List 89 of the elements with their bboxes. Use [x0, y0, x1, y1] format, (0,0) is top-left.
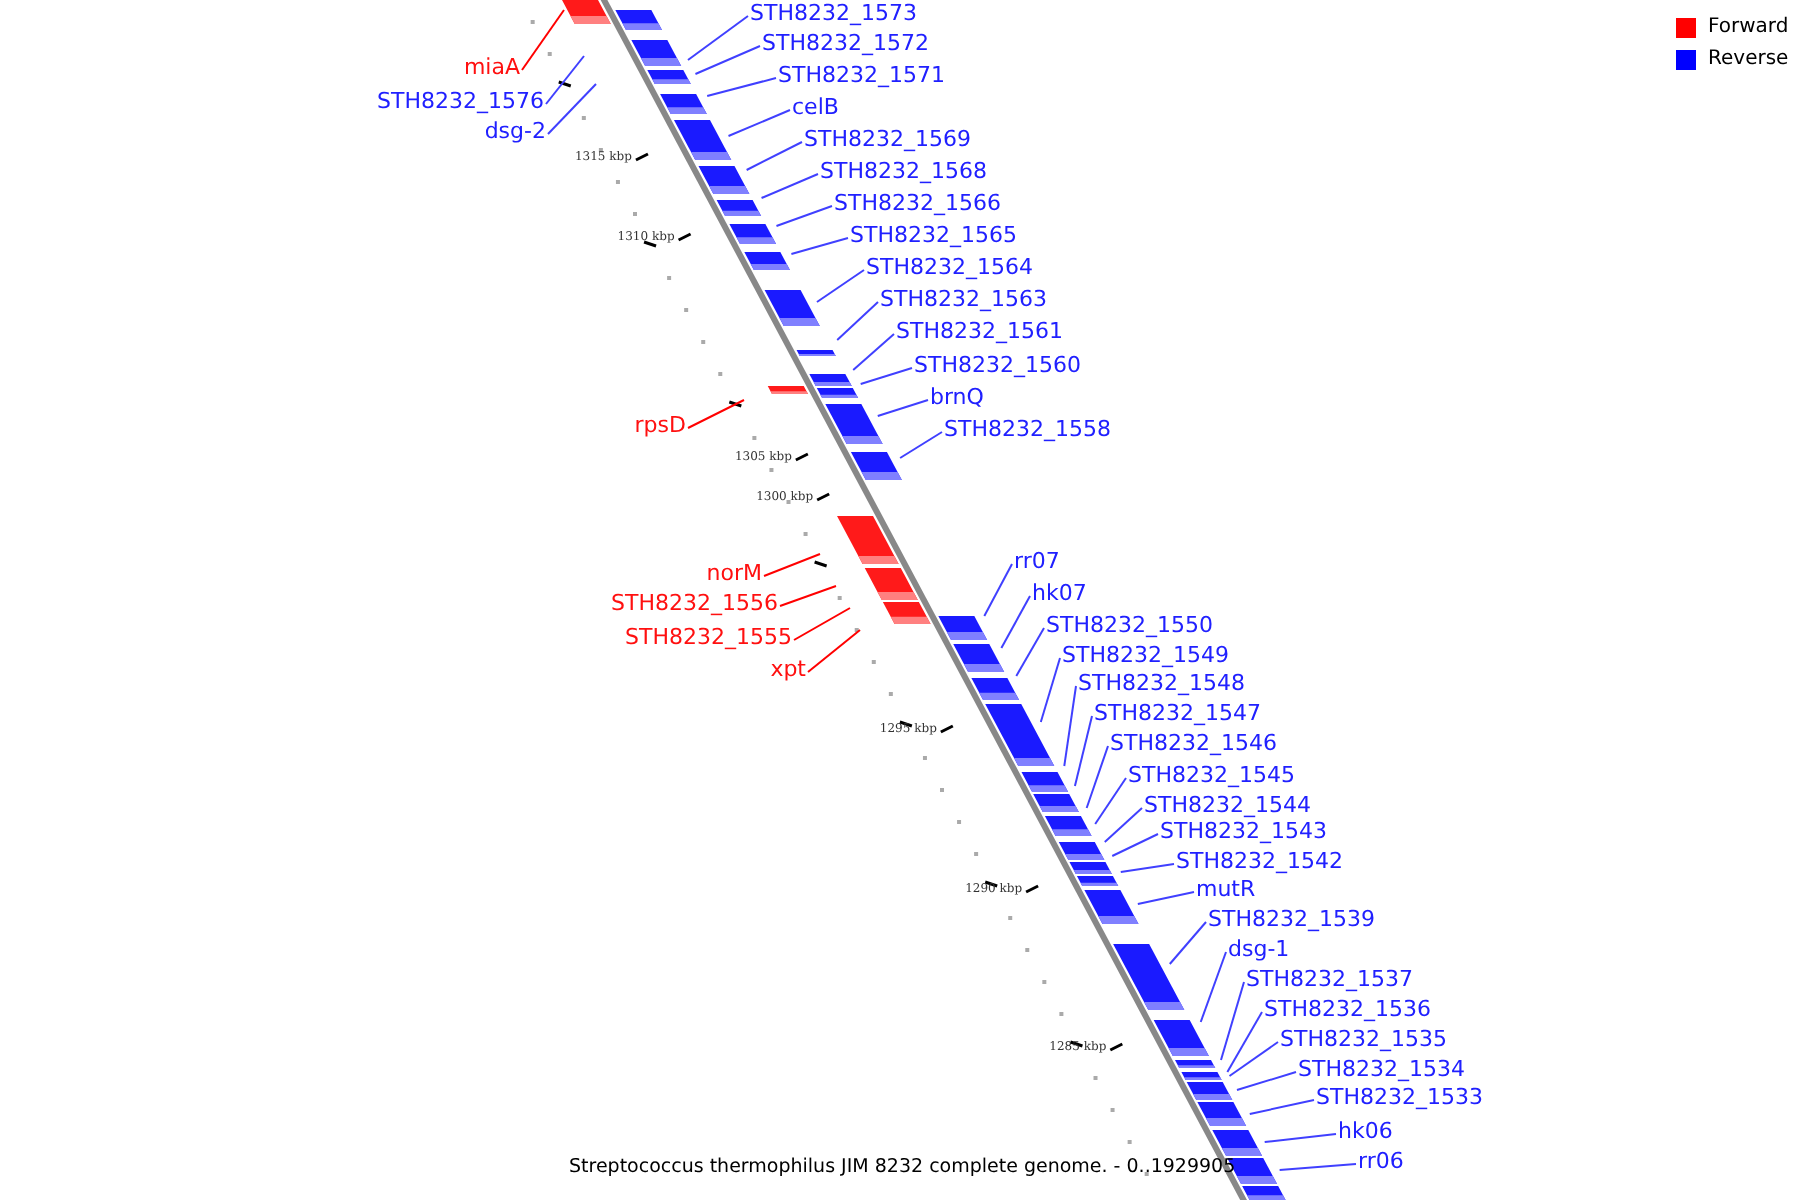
- leader-line: [775, 205, 833, 227]
- gene-label: STH8232_1576: [377, 88, 544, 114]
- leader-line: [687, 399, 745, 429]
- leader-line: [763, 553, 821, 577]
- leader-line: [1226, 1011, 1263, 1073]
- leader-line: [547, 83, 597, 135]
- gene-label: STH8232_1542: [1176, 848, 1343, 874]
- gene-label: STH8232_1549: [1062, 642, 1229, 668]
- leader-line: [1111, 833, 1159, 857]
- leader-line: [1015, 627, 1045, 677]
- gene-label: STH8232_1556: [611, 590, 778, 616]
- leader-line: [1235, 1071, 1297, 1091]
- gene-label: rr06: [1358, 1148, 1404, 1174]
- gene-label: STH8232_1550: [1046, 612, 1213, 638]
- gene-label: STH8232_1573: [750, 0, 917, 26]
- gene-label: hk06: [1338, 1118, 1393, 1144]
- gene-label: norM: [706, 560, 762, 586]
- leader-line: [790, 237, 849, 255]
- leader-line: [859, 367, 913, 385]
- legend-label: Forward: [1708, 16, 1789, 40]
- leader-line: [1199, 951, 1227, 1023]
- leader-line: [1248, 1099, 1315, 1115]
- gene-label: xpt: [770, 656, 806, 682]
- gene-label: STH8232_1536: [1264, 996, 1431, 1022]
- leader-line: [687, 15, 749, 61]
- leader-line: [706, 77, 777, 97]
- leader-line: [1278, 1163, 1357, 1171]
- gene-label: STH8232_1566: [834, 190, 1001, 216]
- gene-label: STH8232_1534: [1298, 1056, 1465, 1082]
- leader-line: [807, 629, 861, 673]
- leader-line: [545, 55, 585, 105]
- gene-label: STH8232_1565: [850, 222, 1017, 248]
- gene-label: STH8232_1544: [1144, 792, 1311, 818]
- caption: Streptococcus thermophilus JIM 8232 complete genome. - 0..1929905: [569, 1156, 1236, 1180]
- leader-line: [1103, 807, 1143, 843]
- leader-line: [1094, 777, 1127, 825]
- leader-line: [1263, 1133, 1337, 1143]
- leader-line: [760, 173, 819, 199]
- leader-line: [1039, 657, 1061, 723]
- gene-label: rpsD: [634, 412, 686, 438]
- leader-line: [745, 141, 803, 171]
- gene-label: STH8232_1539: [1208, 906, 1375, 932]
- gene-label: brnQ: [930, 384, 984, 410]
- leader-line: [1073, 715, 1093, 787]
- leader-line: [1063, 685, 1077, 767]
- gene-label: STH8232_1572: [762, 30, 929, 56]
- leader-line: [852, 333, 895, 371]
- leader-line: [1136, 891, 1195, 905]
- gene-label: STH8232_1543: [1160, 818, 1327, 844]
- gene-label: rr07: [1014, 548, 1060, 574]
- gene-label: STH8232_1548: [1078, 670, 1245, 696]
- gene-label: STH8232_1535: [1280, 1026, 1447, 1052]
- leader-line: [1168, 921, 1207, 965]
- leader-line: [793, 607, 851, 641]
- leader-line: [1220, 981, 1245, 1061]
- gene-label: mutR: [1196, 876, 1256, 902]
- leader-line: [1085, 745, 1109, 809]
- leader-line: [779, 585, 837, 607]
- leader-line: [694, 45, 761, 75]
- gene-label: dsg-2: [484, 118, 546, 144]
- gene-label: STH8232_1555: [625, 624, 792, 650]
- gene-label: dsg-1: [1228, 936, 1290, 962]
- gene-label: hk07: [1032, 580, 1087, 606]
- leader-line: [983, 563, 1013, 617]
- leader-line: [836, 301, 879, 341]
- leader-line: [899, 431, 943, 459]
- gene-label: celB: [792, 94, 839, 120]
- gene-label: STH8232_1568: [820, 158, 987, 184]
- leader-line: [521, 9, 565, 71]
- leader-line: [1000, 595, 1031, 649]
- gene-label: STH8232_1569: [804, 126, 971, 152]
- gene-label: STH8232_1564: [866, 254, 1033, 280]
- gene-label: STH8232_1546: [1110, 730, 1277, 756]
- gene-label: STH8232_1533: [1316, 1084, 1483, 1110]
- gene-label: STH8232_1545: [1128, 762, 1295, 788]
- gene-label: miaA: [463, 54, 520, 80]
- gene-label: STH8232_1563: [880, 286, 1047, 312]
- gene-label: STH8232_1558: [944, 416, 1111, 442]
- leader-line: [1119, 863, 1175, 873]
- gene-label: STH8232_1561: [896, 318, 1063, 344]
- gene-label: STH8232_1571: [778, 62, 945, 88]
- leader-line: [1228, 1041, 1279, 1077]
- gene-label: STH8232_1547: [1094, 700, 1261, 726]
- leader-line: [727, 109, 791, 137]
- legend-label: Reverse: [1708, 48, 1789, 72]
- gene-label: STH8232_1537: [1246, 966, 1413, 992]
- leader-line: [876, 399, 929, 417]
- leader-line: [815, 269, 865, 303]
- gene-label: STH8232_1560: [914, 352, 1081, 378]
